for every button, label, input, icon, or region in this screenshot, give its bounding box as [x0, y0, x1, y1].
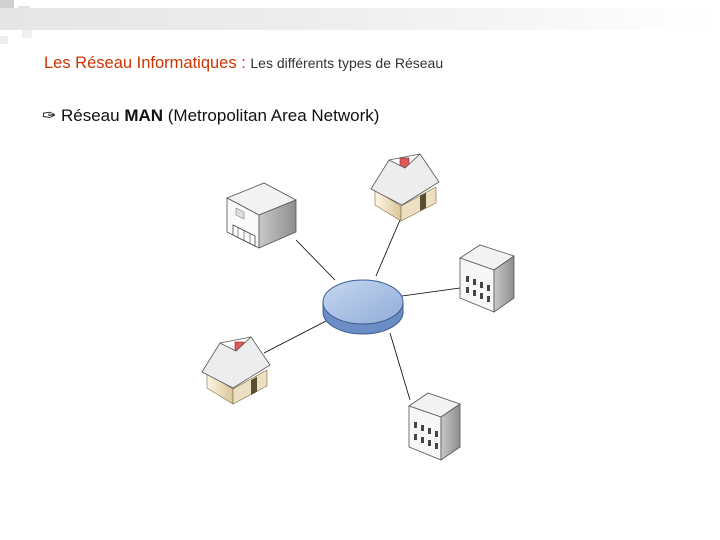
bullet-line: ✑ Réseau MAN (Metropolitan Area Network)	[42, 106, 379, 126]
link-house-left	[263, 319, 329, 354]
header-bar	[0, 8, 720, 30]
bullet-text-bold: MAN	[124, 106, 164, 125]
tower-building-node-bottom	[408, 392, 461, 461]
link-house-top	[375, 212, 404, 277]
pencil-icon: ✑	[42, 106, 57, 125]
network-hub-disc	[322, 279, 404, 335]
tower-building-node-right	[459, 244, 515, 313]
title-subtitle: Les différents types de Réseau	[250, 55, 444, 71]
house-node-top	[370, 153, 440, 222]
house-node-left	[201, 336, 271, 405]
slide-title: Les Réseau Informatiques : Les différent…	[44, 54, 443, 73]
title-main: Les Réseau Informatiques :	[44, 54, 251, 72]
link-office	[295, 239, 336, 281]
connection-lines	[263, 212, 461, 401]
bullet-text-prefix: Réseau	[60, 106, 125, 125]
link-tower-right	[401, 287, 461, 297]
office-building-node	[226, 182, 297, 249]
link-tower-bottom	[389, 332, 411, 401]
bullet-text-suffix: (Metropolitan Area Network)	[163, 106, 380, 125]
